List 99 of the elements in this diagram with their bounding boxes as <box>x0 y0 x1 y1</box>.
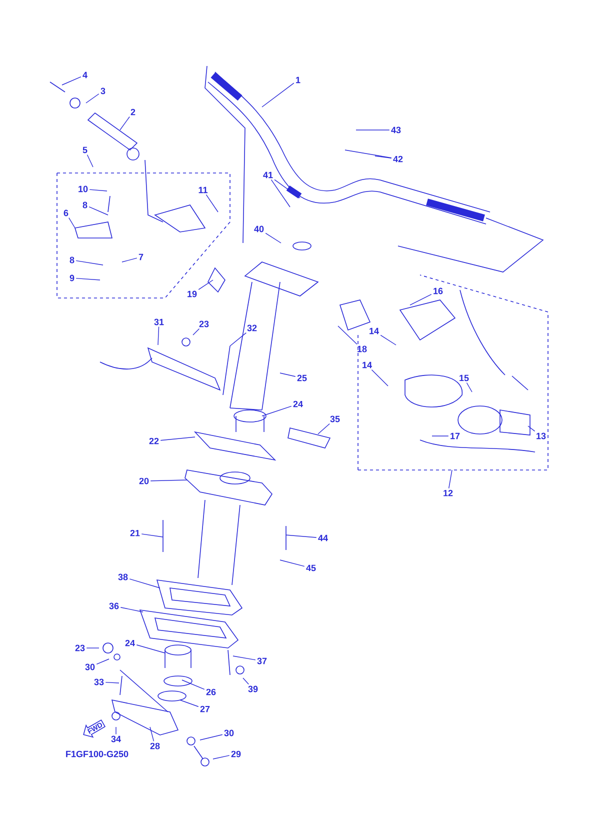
leader-line <box>286 534 317 538</box>
callout-number: 24 <box>125 640 135 646</box>
leader-line <box>120 607 144 612</box>
callout-number: 28 <box>150 742 160 750</box>
callout-number: 9 <box>70 274 74 282</box>
callout-number: 18 <box>358 346 367 352</box>
callout-number: 20 <box>139 478 149 484</box>
callout-number: 23 <box>199 320 209 328</box>
part-code: F1GF100-G250 <box>66 750 128 758</box>
leader-line <box>274 179 300 198</box>
callout-number: 14 <box>362 362 372 368</box>
leader-line <box>88 206 108 216</box>
callout-number: 8 <box>70 256 74 264</box>
callout-number: 31 <box>154 318 164 326</box>
leader-line <box>410 294 432 306</box>
leader-line <box>200 734 223 740</box>
callout-number: 4 <box>82 72 88 78</box>
callout-number: 40 <box>254 226 264 232</box>
callout-number: 25 <box>297 374 307 382</box>
callout-number: 33 <box>94 678 104 686</box>
leader-line <box>89 189 108 192</box>
leader-line <box>180 700 199 707</box>
leader-line <box>232 656 256 660</box>
leader-line <box>86 154 94 168</box>
leader-line <box>371 369 388 386</box>
leader-line <box>122 258 138 262</box>
leader-line <box>96 658 110 665</box>
callout-number: 23 <box>75 644 85 652</box>
leader-line <box>62 76 82 86</box>
leader-line <box>68 217 76 228</box>
callout-number: 34 <box>111 736 121 742</box>
callout-number: 2 <box>130 108 136 116</box>
callout-number: 21 <box>130 530 140 536</box>
callout-number: 38 <box>118 574 128 580</box>
leader-line <box>129 578 160 588</box>
callout-number: 30 <box>224 730 234 736</box>
callout-number: 6 <box>64 210 68 216</box>
leader-line <box>150 726 154 742</box>
leader-line <box>262 82 294 108</box>
leader-line <box>280 372 296 377</box>
leader-line <box>344 150 392 158</box>
callout-number: 16 <box>434 288 443 294</box>
callout-number: 13 <box>536 432 546 440</box>
leader-line <box>380 334 396 346</box>
leader-line <box>448 470 452 489</box>
callout-number: 17 <box>450 432 460 440</box>
callout-number: 19 <box>188 290 197 298</box>
callout-number: 15 <box>460 374 469 382</box>
callout-number: 10 <box>78 186 88 192</box>
leader-line <box>105 682 120 684</box>
leader-line <box>150 480 188 482</box>
callout-number: 44 <box>318 534 328 542</box>
leader-line <box>120 116 130 130</box>
leader-line <box>86 94 100 104</box>
leader-line <box>182 680 205 690</box>
leader-line <box>141 534 164 538</box>
callout-number: 32 <box>247 324 257 332</box>
leader-line <box>136 644 166 654</box>
callout-number: 11 <box>198 186 208 194</box>
leader-line <box>528 426 536 432</box>
callout-number: 39 <box>248 686 258 692</box>
leader-line <box>212 755 230 760</box>
leader-line <box>338 326 358 345</box>
callout-number: 36 <box>109 602 119 610</box>
leader-line <box>230 332 246 346</box>
leader-line <box>374 156 392 158</box>
leader-line <box>265 232 282 244</box>
leader-line <box>160 436 196 441</box>
callout-number: 37 <box>257 658 267 664</box>
leader-line <box>206 194 218 212</box>
callout-number: 1 <box>296 76 300 84</box>
callout-number: 5 <box>82 146 88 154</box>
callout-number: 30 <box>85 664 95 670</box>
leader-line <box>76 278 100 280</box>
callout-number: 45 <box>306 564 316 572</box>
callout-number: 41 <box>263 172 273 178</box>
leader-line <box>262 406 292 416</box>
callout-number: 27 <box>200 706 210 712</box>
callout-number: 12 <box>444 490 453 496</box>
leader-line <box>466 382 472 392</box>
leader-line <box>192 328 200 336</box>
callout-number: 24 <box>293 400 303 408</box>
leader-line <box>242 678 249 685</box>
callout-number: 35 <box>330 416 340 422</box>
callout-number: 29 <box>231 750 241 758</box>
leader-line <box>280 560 305 567</box>
leader-line <box>198 280 214 290</box>
callout-number: 26 <box>206 688 216 696</box>
callout-number: 42 <box>393 156 403 162</box>
callout-number: 3 <box>100 88 106 94</box>
leader-line <box>158 326 160 346</box>
callout-number: 8 <box>82 202 88 208</box>
callout-number: 43 <box>391 126 401 134</box>
callout-number: 22 <box>149 438 159 444</box>
callout-number: 14 <box>370 328 379 334</box>
callout-number: 7 <box>138 254 144 260</box>
leader-line <box>270 179 290 208</box>
leader-line <box>318 423 330 434</box>
leader-line <box>76 260 104 266</box>
